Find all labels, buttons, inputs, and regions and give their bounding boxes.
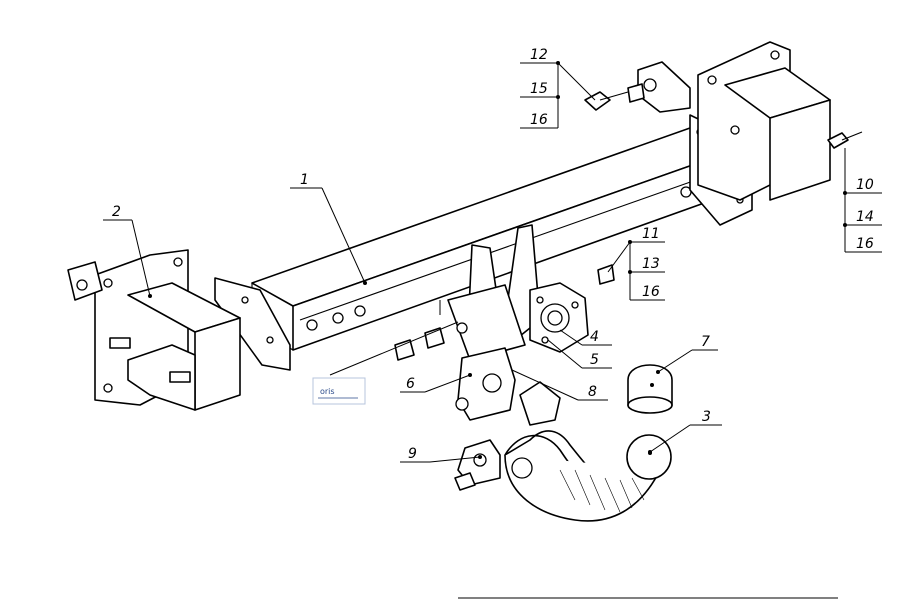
tow-ball-arm [504, 430, 672, 522]
callout-10: 10 [856, 177, 874, 193]
callout-16-middle: 16 [642, 284, 660, 300]
electric-socket-plate [529, 282, 589, 353]
callout-1: 1 [300, 172, 309, 188]
callout-13: 13 [642, 256, 660, 272]
lock-mechanism [455, 347, 561, 426]
leader-lines [103, 61, 882, 599]
callout-3: 3 [702, 409, 711, 425]
small-bracket [454, 439, 501, 491]
callout-11: 11 [642, 226, 660, 242]
callout-15: 15 [530, 81, 548, 97]
callout-9: 9 [408, 446, 417, 462]
callout-16-right: 16 [856, 236, 874, 252]
logo-text: oris [320, 387, 335, 396]
callout-14: 14 [856, 209, 874, 225]
central-mount-bracket [447, 224, 541, 381]
left-beam-end-plate [214, 277, 291, 371]
callout-8: 8 [588, 384, 597, 400]
callout-2: 2 [112, 204, 121, 220]
callout-16-top: 16 [530, 112, 548, 128]
callout-4: 4 [590, 329, 599, 345]
callout-6: 6 [406, 376, 415, 392]
bolts-and-nuts [394, 83, 863, 361]
ball-cap [627, 364, 673, 414]
callout-7: 7 [701, 334, 710, 350]
callout-12: 12 [530, 47, 548, 63]
right-side-bracket [637, 41, 831, 201]
callout-labels: 1 2 3 4 5 6 7 8 9 12 15 16 10 14 16 11 1… [112, 47, 874, 462]
oris-logo: oris [312, 377, 366, 405]
callout-5: 5 [590, 352, 599, 368]
left-side-bracket [67, 249, 241, 411]
